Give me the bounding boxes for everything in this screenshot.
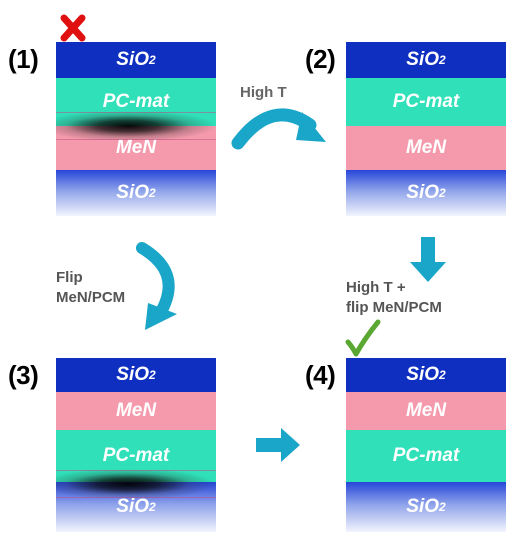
flip-caption-line2: MeN/PCM — [56, 289, 126, 306]
layer-pc-mat: PC-mat — [346, 430, 506, 482]
right-arrow — [256, 428, 300, 462]
panel-3-label: (3) — [8, 360, 39, 390]
panel-1-label: (1) — [8, 44, 39, 74]
flip-caption: Flip MeN/PCM — [56, 268, 125, 308]
layer-pc-mat: PC-mat — [346, 78, 506, 126]
red-x-icon — [60, 14, 86, 42]
curved-arrow-high-t — [231, 108, 326, 150]
layer-men: MeN — [346, 126, 506, 170]
layer-men: MeN — [346, 392, 506, 430]
high-t-caption: High T — [240, 84, 287, 101]
layer-men: MeN — [56, 392, 216, 430]
flip-caption-line1: Flip — [56, 269, 83, 286]
combo-caption-line1: High T + — [346, 279, 406, 296]
combo-caption: High T + flip MeN/PCM — [346, 278, 442, 318]
curved-arrow-flip — [136, 242, 177, 330]
combo-caption-line2: flip MeN/PCM — [346, 299, 442, 316]
panel-2-label: (2) — [305, 44, 336, 74]
panel-4-label: (4) — [305, 360, 336, 390]
green-check-icon — [345, 319, 381, 357]
down-arrow-combo — [410, 237, 446, 282]
